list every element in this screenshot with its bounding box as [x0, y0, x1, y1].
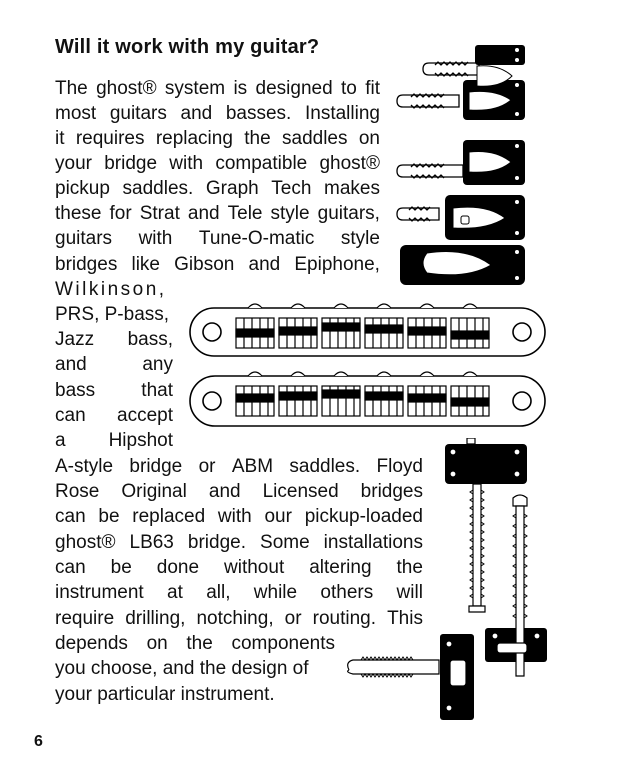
bass-saddles-illustration — [347, 438, 547, 720]
text-line: Wilkinson, — [55, 279, 167, 300]
page-number: 6 — [34, 733, 43, 750]
text-line: your particular instrument. — [55, 684, 275, 705]
tune-o-matic-bridges-illustration — [189, 303, 546, 427]
text-line: PRS, P-bass, — [55, 304, 170, 325]
saddles-illustration — [396, 45, 525, 285]
section-heading: Will it work with my guitar? — [55, 36, 320, 58]
text-line: you choose, and the design of — [55, 658, 309, 679]
